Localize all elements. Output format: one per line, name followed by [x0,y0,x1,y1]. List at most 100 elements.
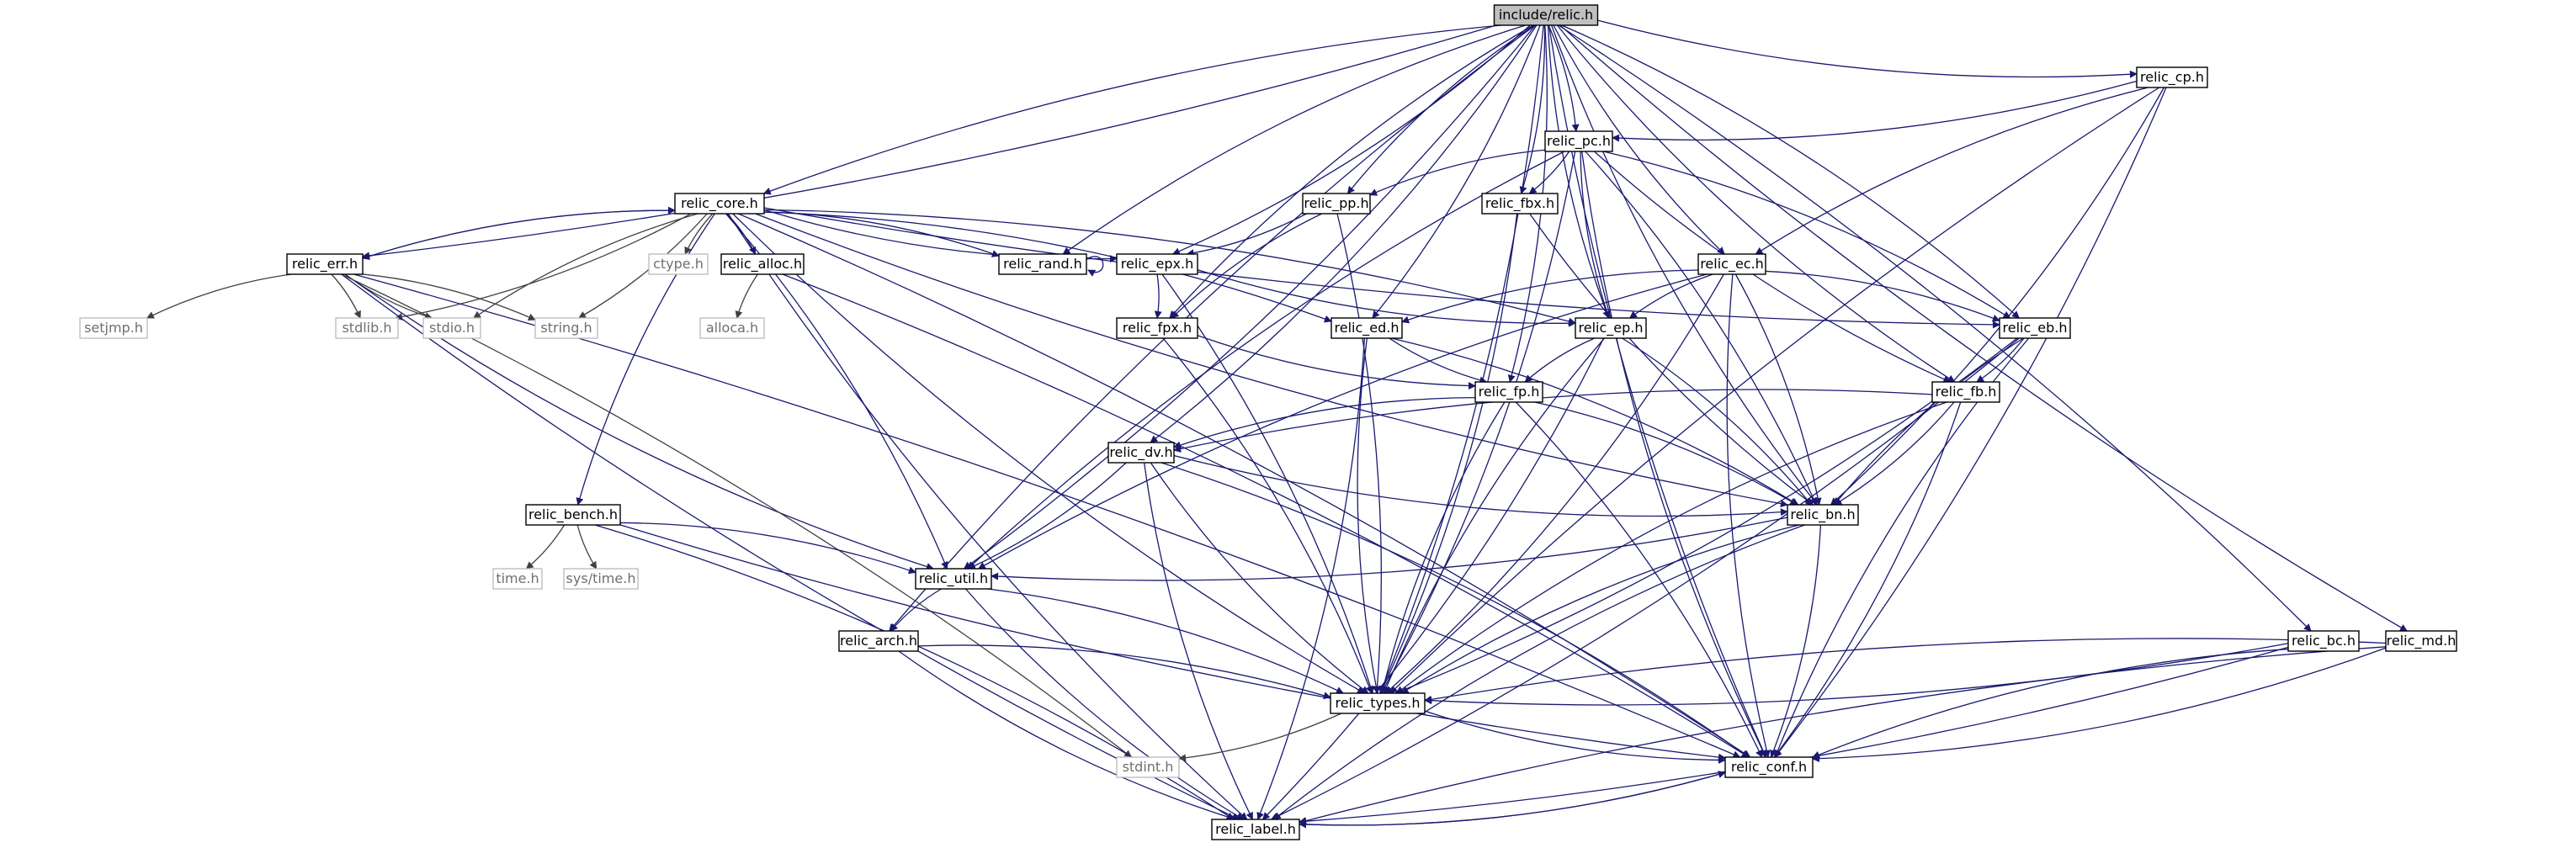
node-box-eb [1999,317,2071,339]
edge-bc-to-label [1299,646,2289,825]
edge-relic-to-ep [1547,24,1610,319]
edge-relic-to-md [1559,24,2409,632]
edge-relic-to-types [1378,24,1544,694]
node-alloc[interactable]: relic_alloc.h [720,253,805,275]
node-pp[interactable]: relic_pp.h [1302,193,1371,215]
node-label[interactable]: relic_label.h [1211,819,1300,840]
node-ep[interactable]: relic_ep.h [1575,317,1647,339]
node-label-eb: relic_eb.h [2003,320,2068,337]
edge-md-to-types [1424,638,2387,703]
node-label-bench: relic_bench.h [528,506,618,523]
edge-relic-to-bc [1558,24,2312,632]
edge-err-to-setjmp [146,273,292,319]
node-label-pp: relic_pp.h [1304,195,1368,212]
edge-err-to-core [362,206,676,259]
edge-pp-to-epx [1186,213,1307,257]
edge-ec-to-eb [1765,270,2000,322]
node-box-string [534,317,598,339]
node-alloca: alloca.h [699,317,765,339]
node-fp[interactable]: relic_fp.h [1474,381,1543,403]
edge-dv-to-label [1143,462,1253,820]
node-core[interactable]: relic_core.h [674,193,765,215]
edge-core-to-stdio [473,213,698,319]
edge-bc-to-conf [1812,648,2289,759]
node-label-ec: relic_ec.h [1700,256,1764,273]
node-bn[interactable]: relic_bn.h [1787,504,1859,526]
edge-pc-to-ep [1580,151,1611,319]
edge-pp-to-fpx [1171,213,1323,319]
edge-relic-to-util [963,24,1536,570]
node-fb[interactable]: relic_fb.h [1931,381,2000,403]
node-label-time: time.h [496,570,539,586]
edge-relic-to-bn [1551,24,1818,506]
edge-ed-to-bn [1391,337,1799,506]
node-box-err [286,253,364,275]
edge-ec-to-ep [1629,273,1713,319]
node-ed[interactable]: relic_ed.h [1330,317,1403,339]
node-box-stdio [422,317,481,339]
node-label-fb: relic_fb.h [1936,384,1997,400]
edge-pc-to-fb [1594,151,1952,383]
node-label-stdlib: stdlib.h [342,320,391,336]
node-label-arch: relic_arch.h [840,633,917,649]
edge-relic-to-dv [1150,24,1538,443]
edge-core-to-ctype [684,213,714,255]
edge-bn-to-types [1400,524,1799,694]
nodes-layer: include/relic.h relic_cp.h relic_pc.hrelic… [79,4,2457,840]
edge-relic-to-fbx [1519,24,1546,194]
node-box-stdint [1116,756,1180,778]
edge-core-to-eb [763,207,2000,329]
node-ec[interactable]: relic_ec.h [1697,253,1766,275]
node-conf[interactable]: relic_conf.h [1724,756,1814,778]
node-box-dv [1107,442,1175,464]
edge-relic-to-eb [1561,24,2020,319]
edge-relic-to-core [762,24,1502,195]
node-label-conf: relic_conf.h [1731,759,1807,776]
node-types[interactable]: relic_types.h [1330,692,1426,714]
edge-ec-to-util [977,273,1708,570]
edge-fpx-to-fp [1197,335,1476,390]
node-label-rand: relic_rand.h [1003,256,1082,273]
edge-ed-to-fp [1389,337,1488,384]
node-eb[interactable]: relic_eb.h [1999,317,2071,339]
node-epx[interactable]: relic_epx.h [1116,253,1198,275]
node-label-epx: relic_epx.h [1121,256,1193,273]
edge-fpx-to-types [1162,337,1373,694]
edge-fbx-to-bn [1529,213,1814,506]
node-label-cp: relic_cp.h [2140,69,2204,86]
edge-dv-to-types [1150,462,1369,694]
edge-eb-to-bn [1834,337,2024,506]
node-label-fp: relic_fp.h [1479,384,1540,400]
edge-arch-to-types [917,644,1331,700]
edge-fb-to-types [1395,401,1947,694]
node-box-fp [1474,381,1543,403]
edge-err-to-string [362,273,536,321]
node-pc[interactable]: relic_pc.h [1544,130,1613,152]
node-box-arch [838,630,919,652]
node-label-md: relic_md.h [2387,633,2456,649]
edge-cp-to-conf [1774,87,2167,758]
node-util[interactable]: relic_util.h [915,568,992,590]
node-relic[interactable]: include/relic.h [1493,4,1599,26]
node-box-ec [1697,253,1766,275]
node-cp[interactable]: relic_cp.h [2136,66,2208,88]
node-box-setjmp [79,317,148,339]
node-err[interactable]: relic_err.h [286,253,364,275]
node-rand[interactable]: relic_rand.h [998,253,1087,275]
edge-bench-to-systime [576,524,598,570]
edges-layer [146,19,2409,829]
node-fbx[interactable]: relic_fbx.h [1481,193,1559,215]
node-bench[interactable]: relic_bench.h [525,504,621,526]
edge-eb-to-fb [1976,337,2025,383]
node-fpx[interactable]: relic_fpx.h [1116,317,1198,339]
node-box-fbx [1481,193,1559,215]
node-md[interactable]: relic_md.h [2385,630,2457,652]
node-arch[interactable]: relic_arch.h [838,630,919,652]
node-dv[interactable]: relic_dv.h [1107,442,1175,464]
edge-fp-to-dv [1173,396,1476,449]
node-label-bn: relic_bn.h [1790,506,1855,523]
edge-ec-to-ed [1401,269,1699,324]
node-bc[interactable]: relic_bc.h [2287,630,2360,652]
edge-core-to-stdlib [395,213,692,321]
